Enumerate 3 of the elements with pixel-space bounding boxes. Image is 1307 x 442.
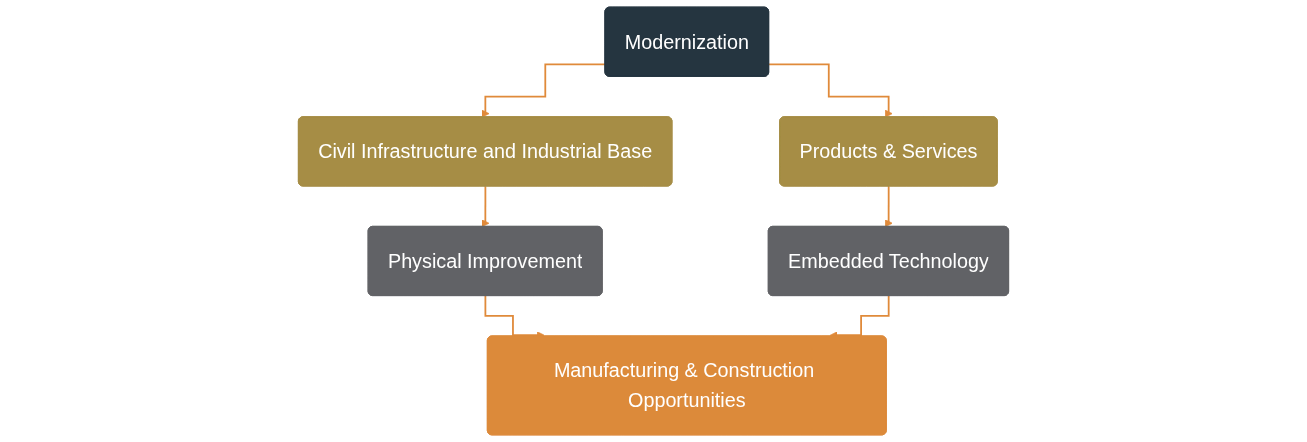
arrow bbox=[768, 63, 893, 118]
arrow bbox=[481, 185, 490, 228]
arrow bbox=[884, 185, 893, 228]
